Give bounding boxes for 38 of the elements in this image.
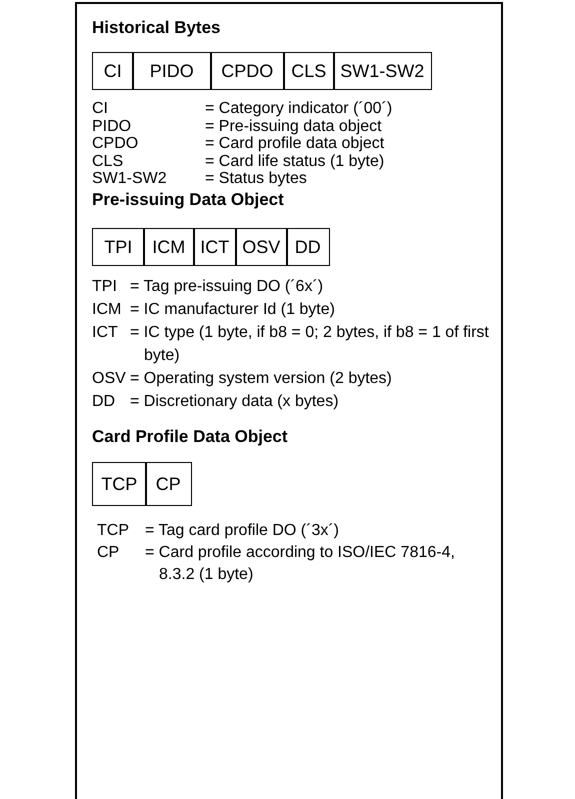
abbreviation: TPI [92, 277, 118, 297]
field-cell: SW1-SW2 [333, 52, 432, 90]
field-cell: CPDO [210, 52, 284, 90]
field-cell: CI [92, 52, 134, 90]
field-cell: CLS [283, 52, 334, 90]
definition-text: = IC type (1 byte, if b8 = 0; 2 bytes, if b8 = 1 of first byte) [130, 323, 490, 366]
definition-text: = Status bytes [205, 170, 308, 188]
field-cell: CP [145, 462, 192, 506]
abbreviation: CI [92, 100, 109, 118]
abbreviation: CPDO [92, 135, 140, 152]
field-cell: OSV [235, 228, 288, 266]
section-heading: Historical Bytes [92, 18, 220, 38]
field-cell: DD [286, 228, 330, 266]
field-cell: ICM [143, 228, 194, 266]
definition-text: = Discretionary data (x bytes) [130, 392, 340, 412]
definition-text: = Operating system version (2 bytes) [130, 369, 393, 389]
definition-text: = Card profile data object [205, 135, 386, 152]
definition-text: = IC manufacturer Id (1 byte) [130, 300, 336, 320]
abbreviation: ICT [92, 323, 119, 343]
definition-text: = Card life status (1 byte) [205, 152, 386, 170]
section-heading: Card Profile Data Object [92, 427, 288, 447]
abbreviation: DD [92, 392, 116, 412]
abbreviation: TCP [97, 521, 130, 541]
abbreviation: PIDO [92, 118, 132, 135]
definition-text: = Tag card profile DO (´3x´) [145, 521, 340, 541]
abbreviation: ICM [92, 300, 122, 320]
section-heading: Pre-issuing Data Object [92, 190, 284, 210]
abbreviation: CP [97, 543, 120, 563]
definition-text: = Tag pre-issuing DO (´6x´) [130, 277, 324, 297]
abbreviation: CLS [92, 152, 124, 170]
field-cell: PIDO [132, 52, 212, 90]
definition-text: = Pre-issuing data object [205, 118, 383, 135]
field-cell: ICT [193, 228, 236, 266]
field-cell: TCP [92, 462, 146, 506]
field-cell: TPI [92, 228, 144, 266]
abbreviation: SW1-SW2 [92, 170, 168, 188]
definition-text: = Card profile according to ISO/IEC 7816-4, 8.3.2 (1 byte) [145, 543, 456, 585]
definition-text: = Category indicator (´00´) [205, 100, 394, 118]
